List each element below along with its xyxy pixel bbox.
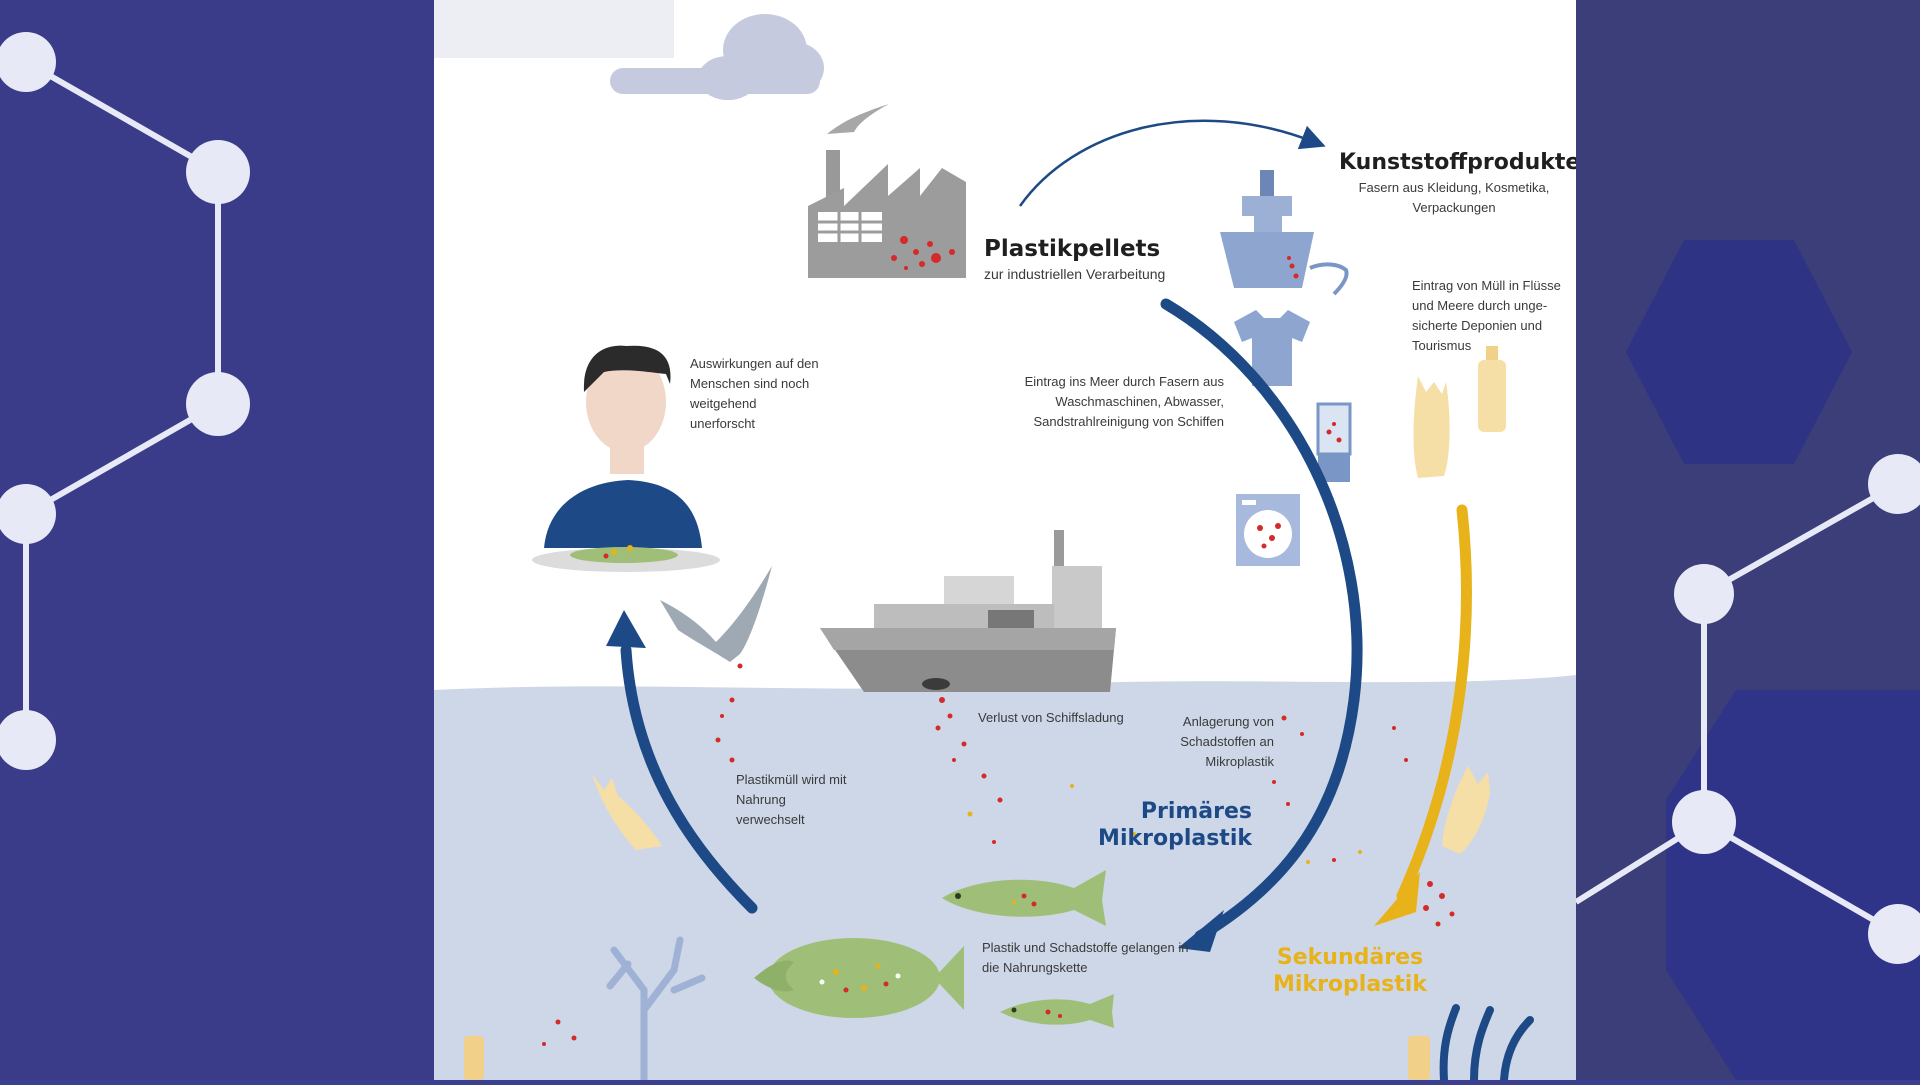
fish-icon — [1000, 994, 1114, 1028]
secondary-microplastic-label: Sekundäres Mikroplastik — [1250, 944, 1450, 998]
ship-icon — [1220, 170, 1349, 296]
coral-icon — [606, 936, 706, 1080]
network-node — [1672, 790, 1736, 854]
network-node — [0, 484, 56, 544]
plastic-bag-icon — [592, 774, 662, 850]
fish-icon — [942, 870, 1106, 926]
seagull-icon — [660, 566, 772, 662]
molecule-network-right — [1574, 240, 1920, 1080]
bottle-icon — [1408, 1036, 1430, 1080]
tshirt-icon — [1234, 310, 1310, 386]
sea-area — [434, 675, 1576, 1080]
pellets-title: Plastikpellets — [984, 236, 1161, 262]
human-effects-text: Auswirkungen auf den Menschen sind noch … — [690, 356, 819, 431]
food-confusion-text: Plastikmüll wird mit Nahrung verwechselt — [736, 772, 847, 827]
network-node — [1674, 564, 1734, 624]
network-node — [1868, 904, 1920, 964]
pollutant-accumulation-text: Anlagerung von Schadstoffen an Mikroplas… — [1180, 714, 1274, 769]
pellets-subtitle: zur industriellen Verarbeitung — [984, 266, 1166, 282]
right-background-panel — [1574, 0, 1920, 1080]
secondary-arrowhead — [1374, 872, 1420, 926]
return-arrowhead — [606, 610, 646, 648]
yellow-particles — [967, 784, 1362, 864]
primary-line-2: Mikroplastik — [1098, 826, 1252, 851]
fibers-entry-text: Eintrag ins Meer durch Fasern aus Waschm… — [1024, 374, 1224, 429]
bottle-icon — [1478, 346, 1506, 432]
plastic-particles — [542, 663, 1455, 1046]
factory-icon — [808, 104, 966, 278]
network-node — [186, 372, 250, 436]
coral-icon — [1439, 1004, 1534, 1080]
products-subtitle: Fasern aus Kleidung, Kosmetika, Verpacku… — [1358, 180, 1550, 215]
primary-microplastic-label: Primäres Mikroplastik — [1074, 798, 1252, 852]
molecule-network-left — [0, 32, 250, 770]
waste-entry-text: Eintrag von Müll in Flüsse und Meere dur… — [1412, 278, 1561, 353]
person-icon — [532, 345, 720, 572]
foodchain-text: Plastik und Schadstoffe gelangen in die … — [982, 940, 1189, 975]
network-node — [0, 32, 56, 92]
cosmetics-tube-icon — [1316, 402, 1352, 482]
products-title: Kunststoffprodukte — [1339, 150, 1576, 175]
secondary-line-1: Sekundäres — [1276, 945, 1424, 970]
seabed-bottle — [464, 1036, 484, 1080]
hexagon-shape — [1666, 690, 1920, 1080]
plastic-bag-icon — [1442, 766, 1490, 854]
primary-cycle-arrow — [1160, 298, 1363, 942]
plastic-bag-icon — [1413, 376, 1450, 478]
secondary-line-2: Mikroplastik — [1273, 972, 1427, 997]
cargo-loss-text: Verlust von Schiffsladung — [978, 710, 1124, 725]
flatfish-icon — [754, 938, 964, 1018]
primary-line-1: Primäres — [1140, 799, 1252, 824]
washing-machine-icon — [1236, 494, 1300, 566]
cargo-ship-icon — [820, 530, 1116, 692]
network-node — [1868, 454, 1920, 514]
return-cycle-arrow — [620, 644, 758, 914]
microplastic-cycle-diagram: Plastikpellets zur industriellen Verarbe… — [434, 0, 1576, 1080]
network-node — [0, 710, 56, 770]
secondary-cycle-arrow — [1396, 504, 1472, 902]
hexagon-shape — [1626, 240, 1852, 464]
left-background-panel — [0, 0, 434, 1080]
primary-arrowhead — [1178, 910, 1224, 952]
cloud-icon — [610, 14, 824, 100]
sky-haze — [434, 0, 674, 58]
pellets-to-products-arrow — [1018, 119, 1326, 207]
network-node — [186, 140, 250, 204]
